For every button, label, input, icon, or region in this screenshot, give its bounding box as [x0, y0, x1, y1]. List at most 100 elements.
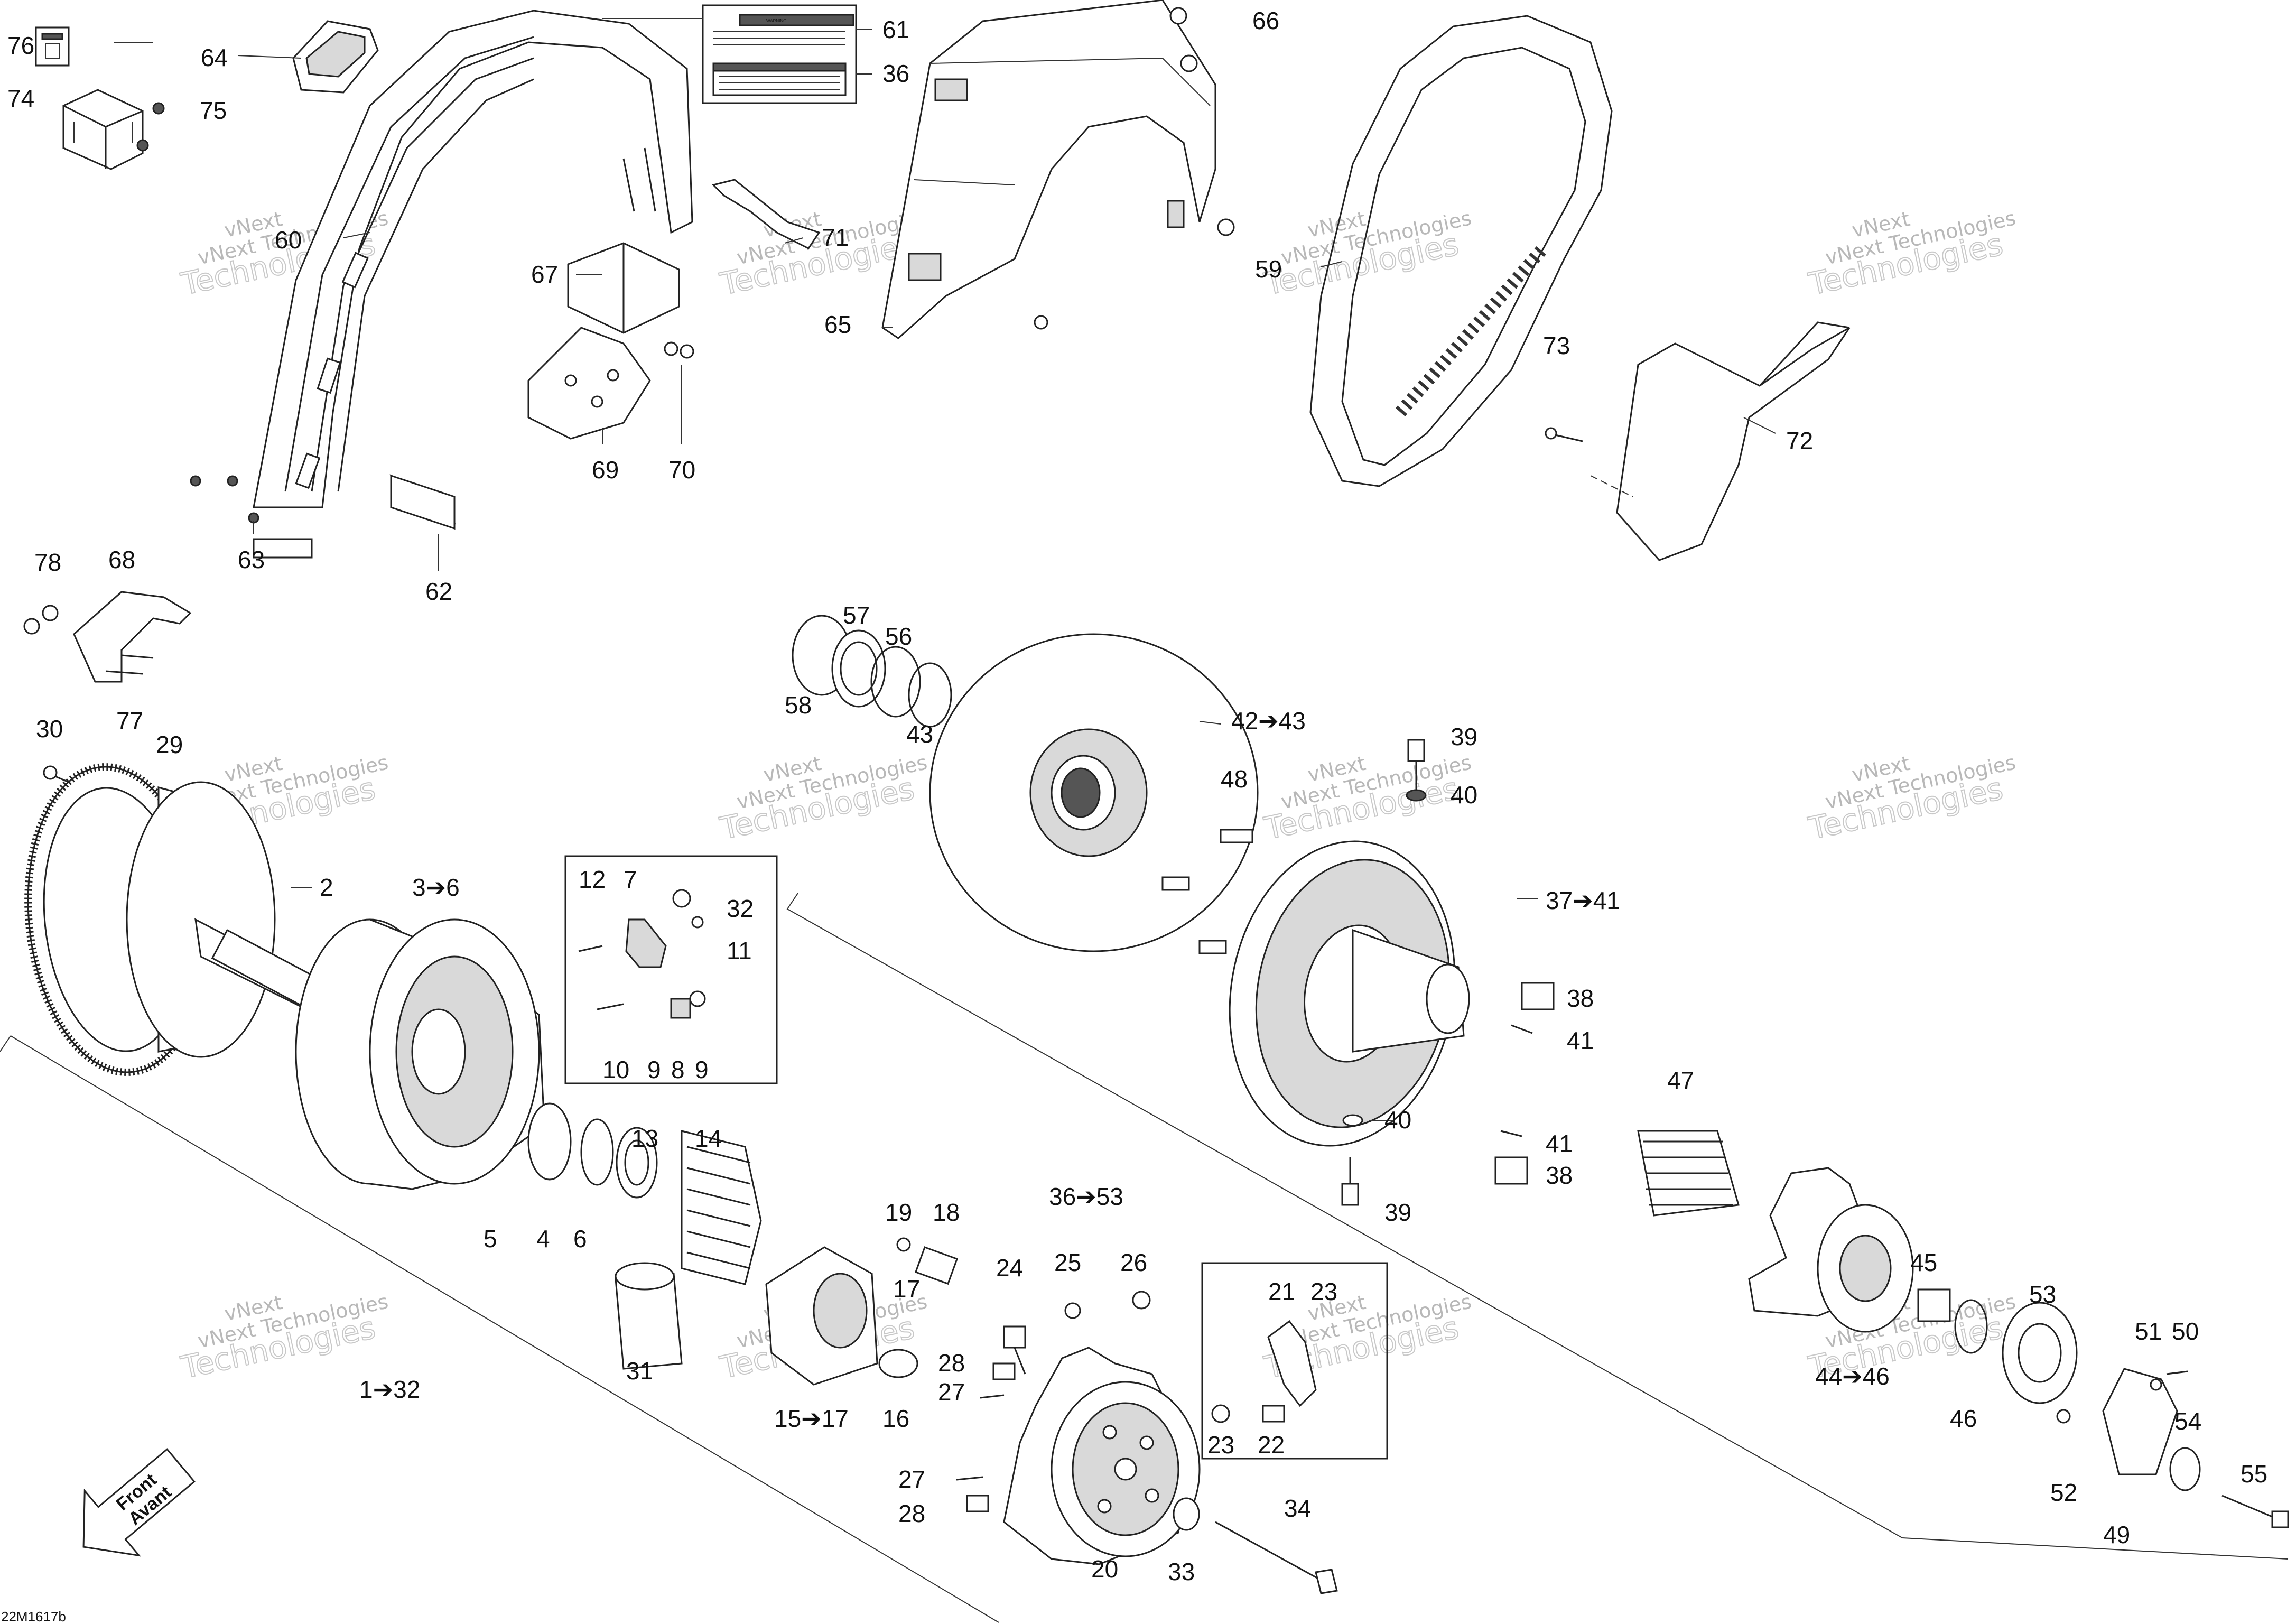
part-70-screw — [664, 341, 694, 359]
callout-48: 48 — [1221, 765, 1248, 793]
part-20-governor-cup — [1003, 1347, 1201, 1565]
callout-49: 49 — [2103, 1521, 2130, 1548]
part-41-screw — [1500, 1024, 1533, 1137]
callout-44-46: 44➔46 — [1815, 1362, 1890, 1390]
part-65-cover — [881, 0, 1235, 339]
watermark: vNext vNext Technologies Technologies — [1261, 206, 1474, 303]
callout-39-second: 39 — [1384, 1199, 1411, 1226]
callout-10: 10 — [602, 1056, 629, 1083]
part-28-bushing — [966, 1362, 1016, 1512]
part-14-spring — [681, 1130, 762, 1285]
part-74-clip — [62, 89, 165, 170]
part-16-bushing — [878, 1349, 918, 1378]
callout-27-second: 27 — [898, 1465, 925, 1493]
callout-74: 74 — [7, 85, 34, 112]
part-34-bolt — [1215, 1521, 1338, 1594]
callout-13: 13 — [631, 1125, 658, 1152]
part-72-shield — [1590, 321, 1851, 561]
part-71-spring-clip — [712, 179, 821, 249]
callout-75: 75 — [200, 97, 227, 124]
part-59-drive-belt — [1309, 15, 1613, 487]
callout-59: 59 — [1255, 255, 1282, 283]
part-31-sleeve — [615, 1262, 683, 1370]
callout-56: 56 — [885, 623, 912, 650]
part-61-decal: WARNING — [702, 4, 857, 104]
part-44-cam — [1748, 1167, 1914, 1333]
callout-11: 11 — [727, 937, 752, 964]
callout-42-43: 42➔43 — [1231, 707, 1306, 735]
callout-46: 46 — [1950, 1405, 1977, 1432]
callout-25: 25 — [1054, 1249, 1081, 1276]
callout-15-17: 15➔17 — [774, 1405, 849, 1432]
callout-8: 8 — [671, 1056, 685, 1083]
callout-76: 76 — [7, 32, 34, 59]
callout-19: 19 — [885, 1199, 912, 1226]
callout-5: 5 — [484, 1225, 497, 1252]
callout-23-second: 23 — [1207, 1431, 1234, 1459]
callout-36-53: 36➔53 — [1049, 1183, 1123, 1210]
part-78-nut — [23, 605, 59, 635]
callout-69: 69 — [592, 456, 619, 484]
part-39-bolt — [1341, 739, 1425, 1206]
callout-16: 16 — [882, 1405, 909, 1432]
part-37-movable-sheave — [1229, 840, 1470, 1147]
callout-70: 70 — [668, 456, 695, 484]
part-13-washer — [616, 1127, 658, 1199]
callout-34: 34 — [1284, 1495, 1311, 1522]
callout-9: 9 — [647, 1056, 661, 1083]
part-63-nuts — [190, 475, 259, 524]
part-4-bushing — [527, 1102, 572, 1181]
callout-58: 58 — [785, 691, 812, 719]
callout-51: 51 — [2135, 1317, 2162, 1345]
callout-66: 66 — [1252, 7, 1279, 34]
callout-28: 28 — [938, 1349, 965, 1377]
callout-17: 17 — [893, 1275, 920, 1303]
callout-6: 6 — [573, 1225, 587, 1252]
part-73-screw — [1545, 427, 1583, 442]
callout-38: 38 — [1567, 985, 1594, 1012]
part-46-circlip — [1954, 1299, 1988, 1354]
callout-12: 12 — [579, 866, 606, 893]
callout-37-41: 37➔41 — [1546, 887, 1620, 914]
callout-24: 24 — [996, 1254, 1023, 1282]
part-25-nut — [1064, 1302, 1081, 1319]
watermark: vNext vNext Technologies Technologies — [1261, 750, 1474, 847]
part-76-decal — [35, 26, 70, 67]
watermark: vNext vNext Technologies Technologies — [178, 1289, 391, 1386]
callout-47: 47 — [1667, 1066, 1694, 1094]
callout-77: 77 — [116, 707, 143, 735]
callout-33: 33 — [1168, 1558, 1195, 1585]
parts-21-23-inset — [1201, 1262, 1388, 1460]
callout-40: 40 — [1451, 781, 1477, 809]
svg-text:WARNING: WARNING — [766, 18, 786, 23]
callout-78: 78 — [34, 549, 61, 576]
callout-26: 26 — [1120, 1249, 1147, 1276]
callout-54: 54 — [2174, 1407, 2201, 1435]
front-direction-arrow: Front Avant — [82, 1448, 196, 1557]
callout-43: 43 — [906, 720, 933, 748]
part-27-pin — [956, 1394, 1005, 1481]
parts-56-58-rings — [792, 615, 952, 728]
callout-62: 62 — [425, 578, 452, 605]
part-48-pins — [1161, 829, 1253, 954]
watermark: vNext vNext Technologies Technologies — [717, 750, 929, 847]
watermark: vNext vNext Technologies Technologies — [1805, 750, 2018, 847]
part-24-bolt — [1003, 1325, 1026, 1375]
callout-71: 71 — [822, 224, 849, 251]
part-69-bracket — [527, 327, 651, 440]
callout-65: 65 — [824, 311, 851, 338]
callout-72: 72 — [1786, 427, 1813, 454]
callout-63: 63 — [238, 546, 265, 573]
part-42-fixed-sheave — [929, 633, 1259, 952]
part-50-screw — [2166, 1370, 2188, 1375]
subassembly-brackets — [0, 893, 2289, 1623]
part-64-handle — [292, 20, 379, 94]
part-49-support — [2102, 1368, 2178, 1475]
callout-60: 60 — [275, 226, 302, 254]
callout-21: 21 — [1268, 1278, 1295, 1305]
callout-52: 52 — [2050, 1479, 2077, 1506]
part-47-spring — [1637, 1130, 1740, 1217]
part-53-washer — [2002, 1302, 2078, 1404]
callout-23: 23 — [1310, 1278, 1337, 1305]
